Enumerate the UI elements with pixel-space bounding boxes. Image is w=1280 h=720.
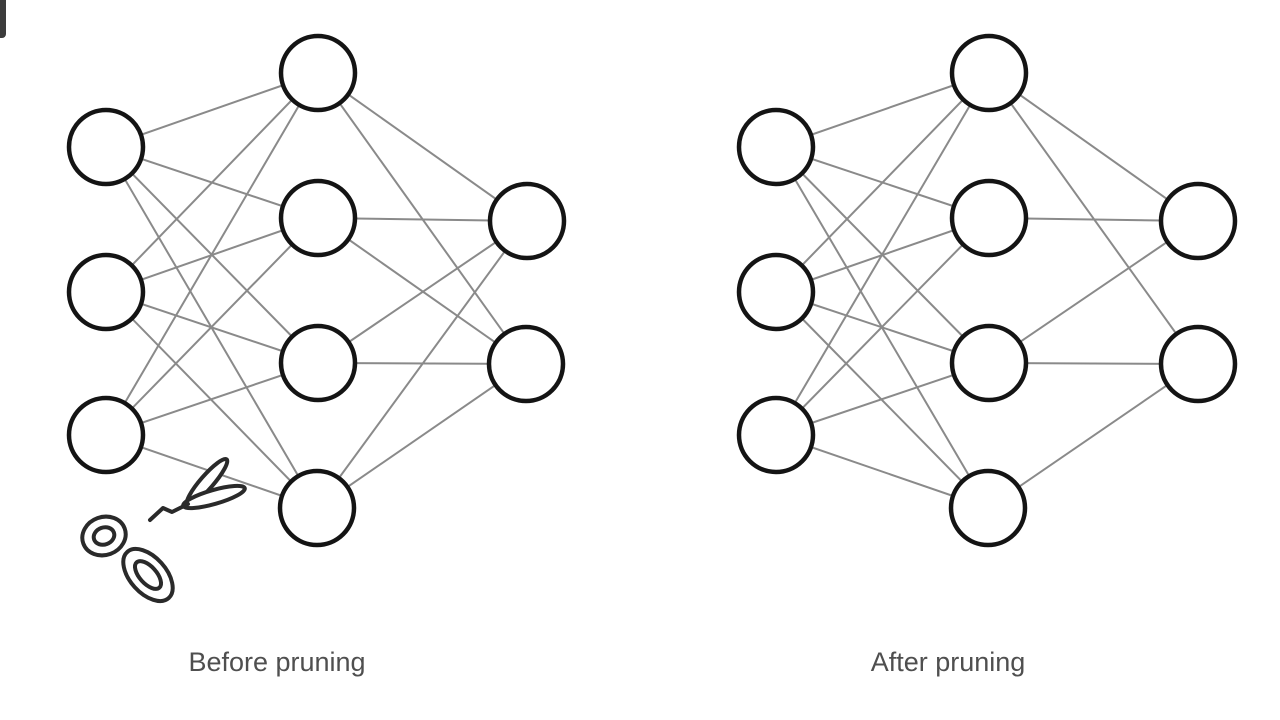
hidden-neuron-node (949, 323, 1029, 403)
label-before-pruning: Before pruning (188, 647, 365, 677)
hidden-neuron-node (278, 178, 358, 258)
input-neuron-node (66, 107, 146, 187)
connection-line (105, 72, 319, 293)
corner-artifact (0, 0, 6, 38)
connection-line (105, 72, 319, 436)
connection-line (316, 363, 527, 509)
connection-line (988, 220, 1199, 364)
hidden-neuron-node (277, 468, 357, 548)
input-neuron-node (736, 107, 816, 187)
connection-line (317, 217, 527, 365)
connection-line (317, 72, 528, 222)
connection-line (775, 72, 990, 436)
connection-line (317, 220, 528, 364)
hidden-neuron-node (278, 323, 358, 403)
output-neuron-node (1158, 324, 1238, 404)
connection-line (775, 72, 990, 293)
scissors-icon (80, 456, 247, 603)
hidden-neuron-node (278, 33, 358, 113)
output-neuron-node (1158, 181, 1238, 261)
hidden-neuron-node (949, 178, 1029, 258)
connection-line (105, 217, 319, 436)
label-after-pruning: After pruning (871, 647, 1026, 677)
input-neuron-node (736, 252, 816, 332)
network-before-pruning (66, 33, 567, 548)
hidden-neuron-node (948, 468, 1028, 548)
output-neuron-node (487, 181, 567, 261)
connection-line (988, 72, 1199, 222)
output-neuron-node (486, 324, 566, 404)
connection-line (316, 220, 528, 509)
input-neuron-node (66, 252, 146, 332)
connection-line (987, 363, 1199, 509)
network-after-pruning (736, 33, 1238, 548)
input-neuron-node (736, 395, 816, 475)
hidden-neuron-node (949, 33, 1029, 113)
input-neuron-node (66, 395, 146, 475)
connection-line (775, 217, 990, 436)
